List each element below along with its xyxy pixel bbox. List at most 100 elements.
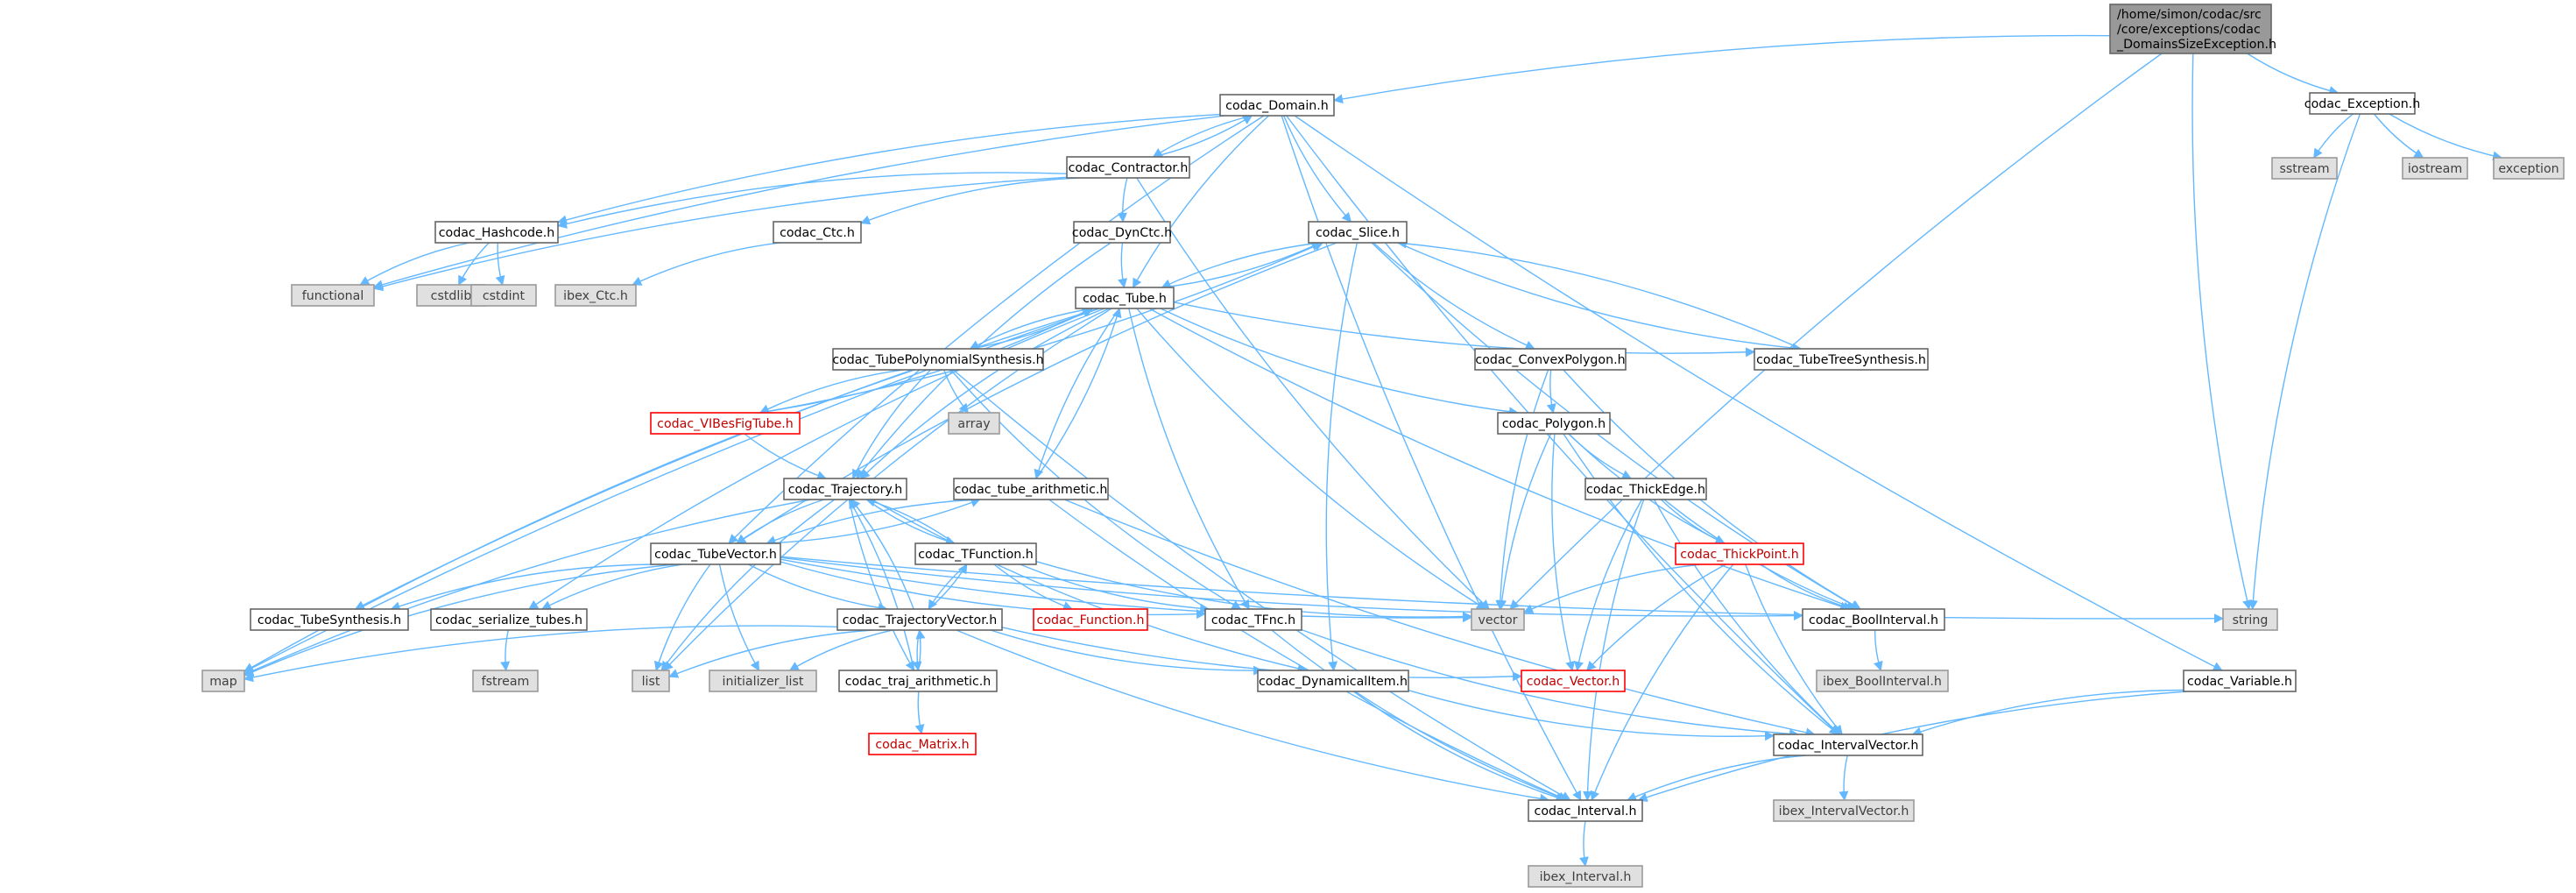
node-dynitem[interactable]: codac_DynamicalItem.h: [1257, 670, 1409, 692]
node-boolinterval[interactable]: codac_BoolInterval.h: [1802, 608, 1945, 631]
node-matrix[interactable]: codac_Matrix.h: [868, 733, 977, 755]
edge-contractor-to-vector: [1136, 177, 1490, 610]
edge-tube-to-serialize: [528, 308, 1105, 610]
node-box: [1802, 608, 1945, 631]
edge-thickpoint-to-interval: [1590, 563, 1734, 801]
node-label: /home/simon/codac/src: [2117, 8, 2262, 22]
edge-tubearith-to-interval: [1048, 499, 1569, 802]
node-fstream: fstream: [472, 670, 539, 692]
edge-tfunction-to-function: [993, 563, 1073, 611]
edge-trajvector-to-tfunction: [928, 563, 968, 610]
edge-tube-to-boolinterval: [1148, 308, 1850, 612]
node-label: ibex_Ctc.h: [563, 289, 628, 303]
node-label: codac_ThickPoint.h: [1680, 548, 1798, 562]
node-box: [2222, 608, 2278, 631]
edge-tube-to-trajectory: [859, 308, 1110, 479]
edge-domain-to-tube: [1132, 115, 1269, 288]
node-tfunction[interactable]: codac_TFunction.h: [914, 542, 1037, 565]
edge-serialize-to-fstream: [500, 629, 511, 671]
node-thickpoint[interactable]: codac_ThickPoint.h: [1675, 542, 1804, 565]
node-box: [632, 670, 670, 692]
edge-tubevector-to-tubesynthesis: [390, 563, 654, 611]
node-box: [1219, 94, 1335, 117]
edge-polysynth-to-trajectory: [851, 369, 931, 479]
edge-convexpoly-to-vector: [1495, 369, 1549, 610]
node-convexpoly[interactable]: codac_ConvexPolygon.h: [1474, 348, 1627, 371]
node-ctc[interactable]: codac_Ctc.h: [773, 221, 862, 244]
edge-polygon-to-vector: [1497, 433, 1552, 610]
node-tube[interactable]: codac_Tube.h: [1075, 287, 1175, 309]
node-label: codac_Function.h: [1037, 613, 1145, 627]
node-thickedge[interactable]: codac_ThickEdge.h: [1584, 478, 1707, 500]
node-vectorh[interactable]: codac_Vector.h: [1521, 670, 1626, 692]
node-label: codac_serialize_tubes.h: [435, 613, 582, 627]
node-box: [1528, 865, 1643, 888]
edge-thickpoint-to-intervalvector: [1745, 563, 1843, 735]
node-label: codac_ConvexPolygon.h: [1475, 353, 1625, 367]
node-contractor[interactable]: codac_Contractor.h: [1066, 156, 1190, 179]
edge-tfnc-to-interval: [1271, 629, 1569, 802]
node-slice[interactable]: codac_Slice.h: [1308, 221, 1408, 244]
node-label: codac_ThickEdge.h: [1586, 483, 1705, 497]
node-box: [783, 478, 907, 500]
node-ibexbool: ibex_BoolInterval.h: [1816, 670, 1949, 692]
node-iostream: iostream: [2402, 157, 2468, 180]
node-box: [1073, 221, 1171, 244]
edge-tubearith-to-tubevector: [766, 499, 980, 545]
node-tubearith[interactable]: codac_tube_arithmetic.h: [953, 478, 1109, 500]
node-trajarith[interactable]: codac_traj_arithmetic.h: [838, 670, 998, 692]
node-trajvector[interactable]: codac_TrajectoryVector.h: [836, 608, 1003, 631]
edge-contractor-to-ctc: [860, 177, 1078, 225]
node-label: codac_Variable.h: [2187, 675, 2292, 689]
edge-tubevector-to-tubearith: [766, 498, 981, 544]
edge-tube-to-tfnc: [1128, 308, 1250, 610]
node-domain[interactable]: codac_Domain.h: [1219, 94, 1335, 117]
edge-polysynth-to-tube: [970, 308, 1094, 350]
node-serialize[interactable]: codac_serialize_tubes.h: [430, 608, 588, 631]
node-trajectory[interactable]: codac_Trajectory.h: [783, 478, 907, 500]
node-intervalvector[interactable]: codac_IntervalVector.h: [1773, 734, 1923, 756]
node-box: [2271, 157, 2338, 180]
edge-tfnc-to-intervalvector: [1301, 628, 1799, 739]
edge-slice-to-dynitem: [1325, 242, 1358, 671]
node-tubesynthesis[interactable]: codac_TubeSynthesis.h: [250, 608, 409, 631]
node-exception[interactable]: codac_Exception.h: [2304, 92, 2420, 115]
edge-trajectory-to-dynitem: [872, 499, 1308, 674]
node-hashcode[interactable]: codac_Hashcode.h: [434, 221, 559, 244]
edge-intervalvector-to-ibexivec: [1838, 755, 1849, 801]
edge-polysynth-to-vibes: [759, 369, 904, 414]
node-box: [554, 284, 637, 307]
node-box: [430, 608, 588, 631]
node-box: [650, 542, 781, 565]
node-variable[interactable]: codac_Variable.h: [2183, 670, 2297, 692]
edge-domain-to-variable: [1294, 115, 2223, 671]
edge-trajectory-to-tubevector: [736, 499, 825, 544]
node-treesynth[interactable]: codac_TubeTreeSynthesis.h: [1754, 348, 1929, 371]
edge-tubevector-to-boolinterval: [780, 556, 1803, 621]
node-label: codac_BoolInterval.h: [1809, 613, 1938, 627]
node-tfnc[interactable]: codac_TFnc.h: [1204, 608, 1302, 631]
edge-exception-to-stdexception: [2389, 113, 2503, 161]
node-function[interactable]: codac_Function.h: [1033, 608, 1148, 631]
node-dynctc[interactable]: codac_DynCtc.h: [1072, 221, 1172, 244]
node-map: map: [201, 670, 245, 692]
node-box: [1474, 348, 1627, 371]
node-interval[interactable]: codac_Interval.h: [1528, 799, 1643, 822]
node-cstdint: cstdint: [470, 284, 537, 307]
node-box: [1308, 221, 1408, 244]
edge-domain-to-functional: [373, 115, 1225, 290]
edge-trajectory-to-map: [243, 499, 812, 676]
edge-exception-to-iostream: [2373, 113, 2424, 159]
edge-thickedge-to-intervalvector: [1653, 499, 1841, 735]
node-root[interactable]: /home/simon/codac/src/core/exceptions/co…: [2109, 4, 2276, 54]
node-box: [1521, 670, 1626, 692]
node-polygon[interactable]: codac_Polygon.h: [1497, 412, 1611, 435]
edge-thickpoint-to-boolinterval: [1761, 563, 1853, 612]
node-box: [1204, 608, 1302, 631]
node-box: [1033, 608, 1148, 631]
node-label: codac_TubeVector.h: [654, 548, 777, 562]
node-polysynth[interactable]: codac_TubePolynomialSynthesis.h: [832, 348, 1044, 371]
node-vibes[interactable]: codac_VIBesFigTube.h: [650, 412, 801, 435]
node-tubevector[interactable]: codac_TubeVector.h: [650, 542, 781, 565]
